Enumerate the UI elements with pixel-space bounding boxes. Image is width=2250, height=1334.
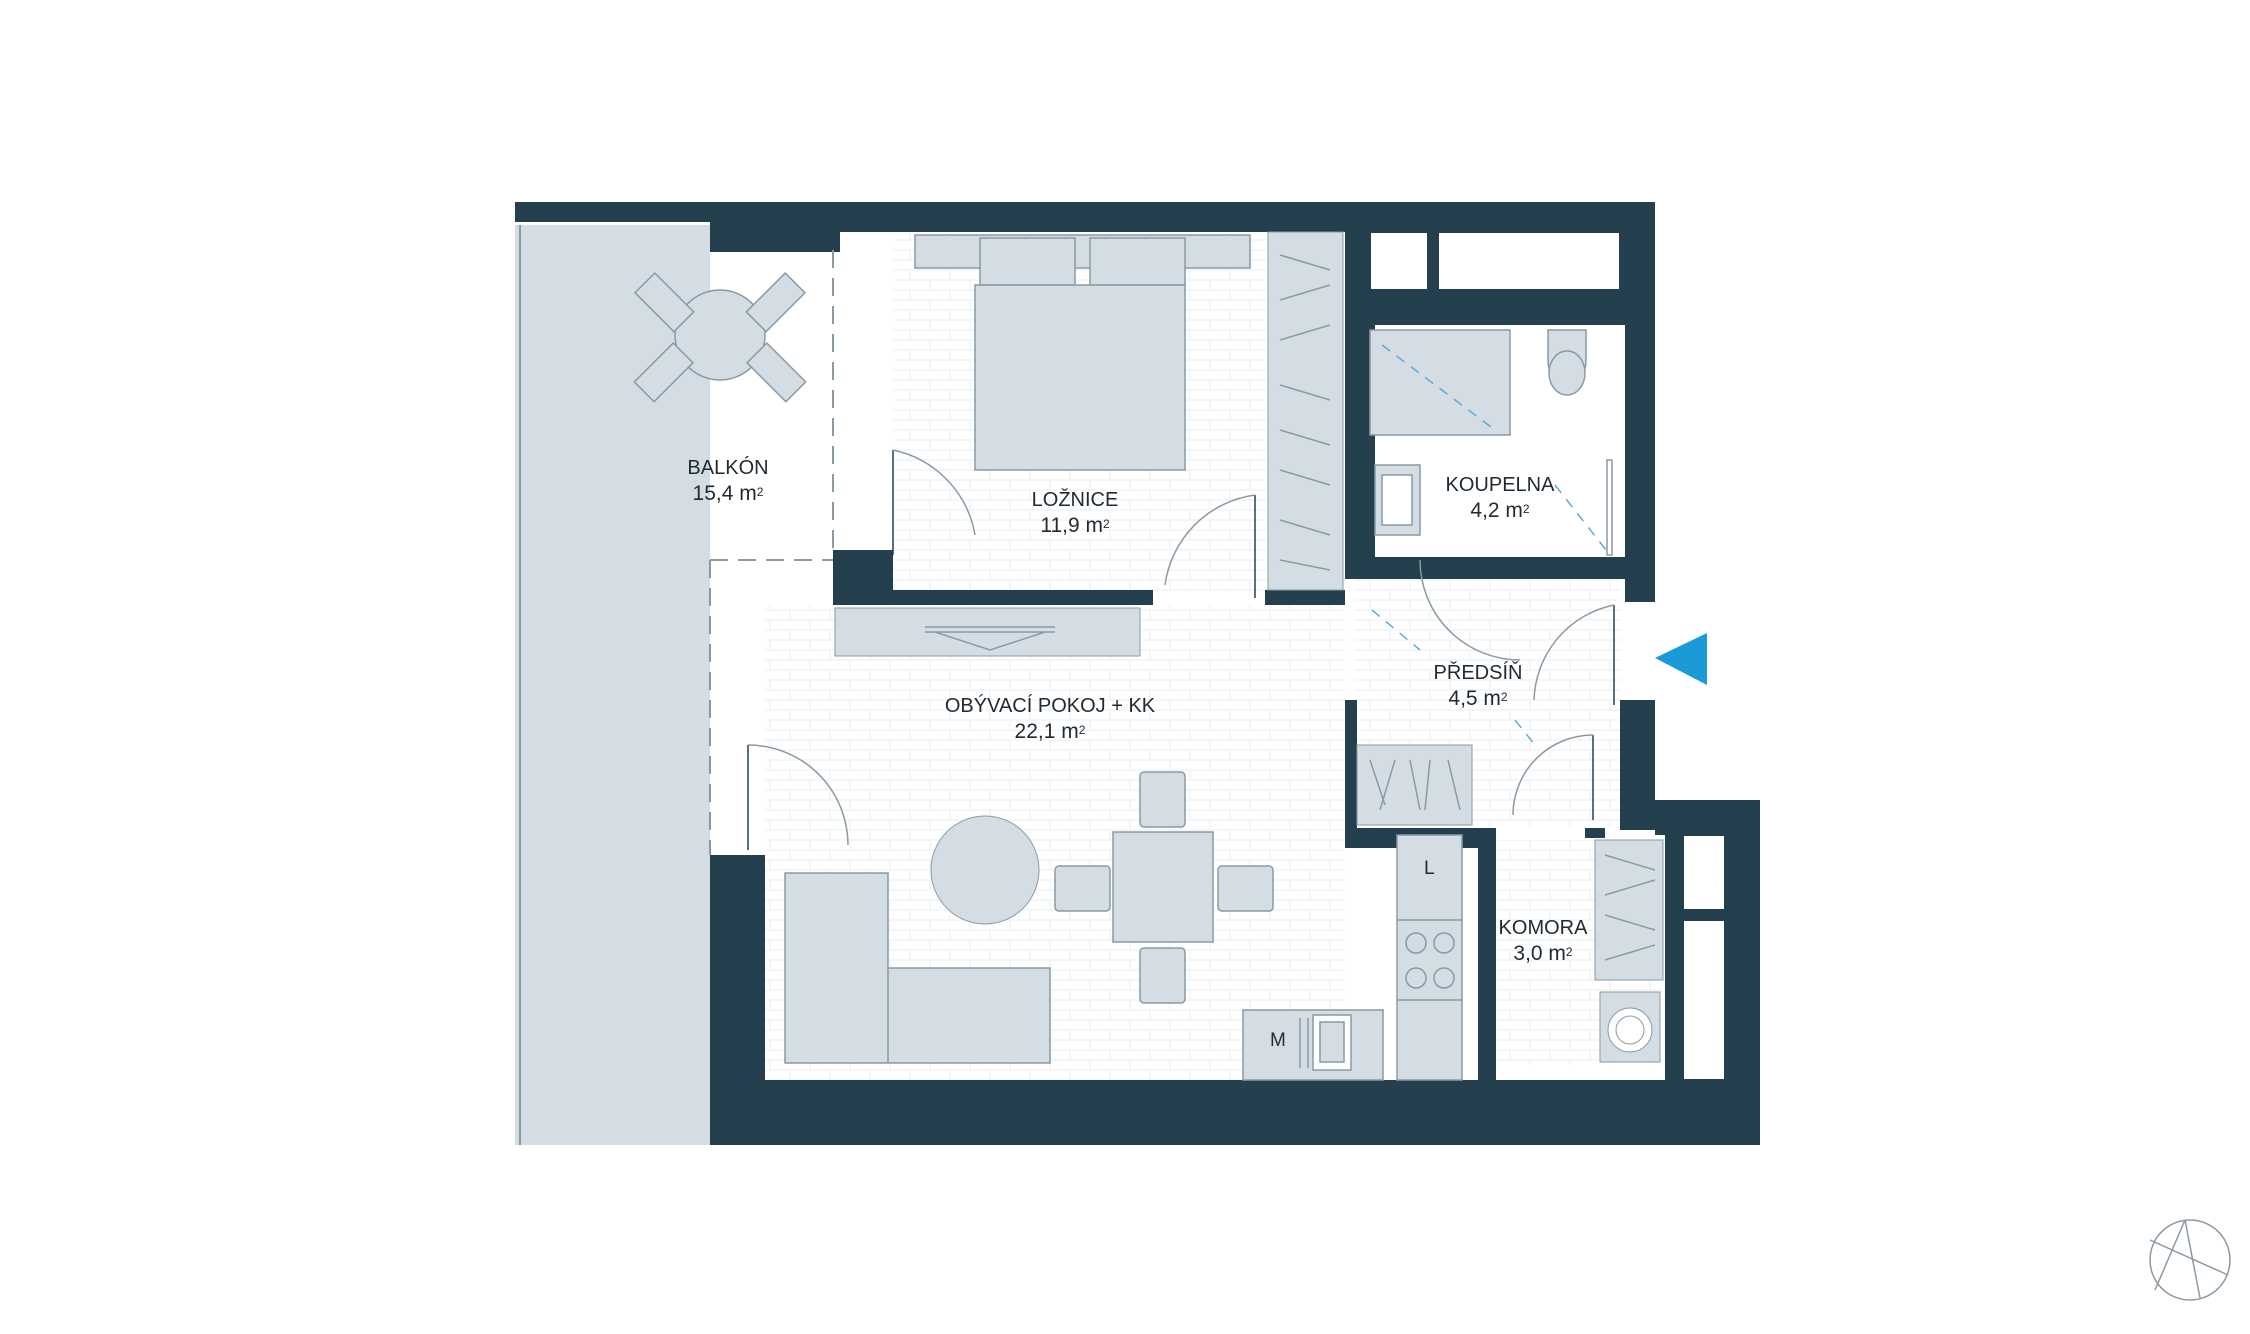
coffee-table <box>930 815 1040 925</box>
wardrobe <box>1267 231 1344 591</box>
hall-wardrobe <box>1356 744 1473 826</box>
dishwasher-label: M <box>1270 1030 1286 1051</box>
room-label-balkon: BALKÓN 15,4 m2 <box>687 457 769 505</box>
walls <box>515 202 1760 1145</box>
room-label-komora: KOMORA 3,0 m2 <box>1498 917 1588 965</box>
entrance-arrow-icon <box>1655 633 1707 685</box>
storage-shelves <box>1594 839 1664 1063</box>
room-label-loznice: LOŽNICE 11,9 m2 <box>1031 489 1119 537</box>
north-compass-icon <box>2149 1219 2231 1301</box>
doors <box>747 449 1615 850</box>
room-label-koupelna: KOUPELNA 4,2 m2 <box>1445 474 1555 522</box>
bathroom-fixtures <box>1369 329 1613 556</box>
tv-console <box>834 607 1141 657</box>
fridge-label: L <box>1424 858 1435 879</box>
windows <box>1369 231 1726 1081</box>
bed <box>914 234 1251 471</box>
room-label-predsin: PŘEDSÍŇ 4,5 m2 <box>1433 662 1523 710</box>
room-label-obyvaci: OBÝVACÍ POKOJ + KK 22,1 m2 <box>944 695 1156 743</box>
dining-table <box>1054 771 1274 1004</box>
balcony-table <box>633 271 807 403</box>
kitchen <box>1242 834 1463 1081</box>
sofa <box>784 872 1051 1064</box>
